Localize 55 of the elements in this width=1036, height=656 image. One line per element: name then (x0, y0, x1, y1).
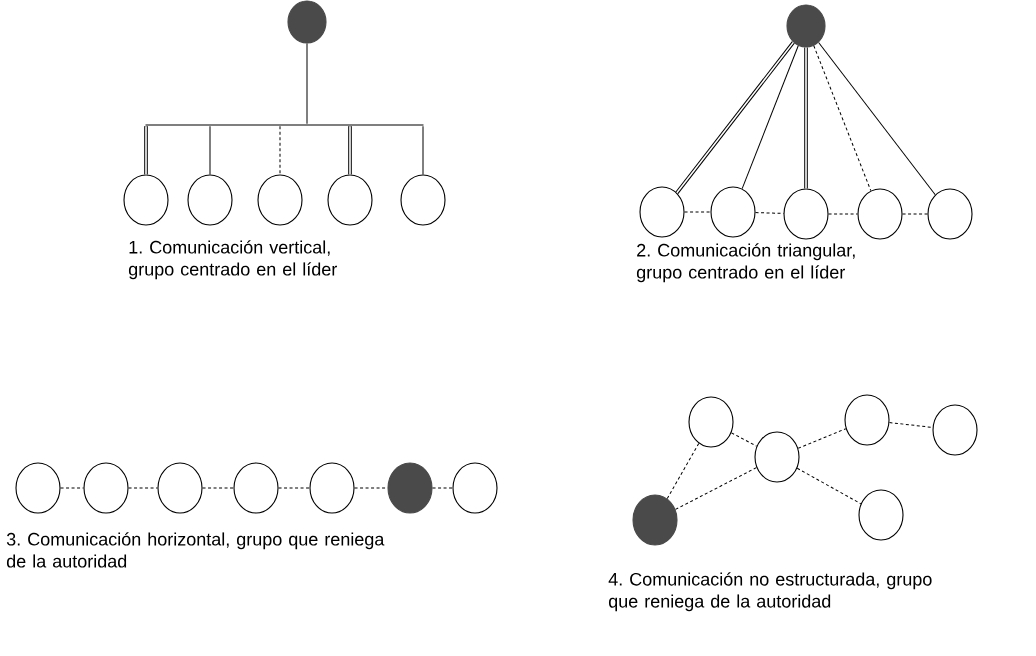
caption-text: 3. Comunicación horizontal, grupo que reniega de la autoridad (6, 532, 385, 568)
member-circle (400, 174, 446, 226)
connector-line (796, 467, 862, 505)
member-circle (857, 188, 903, 240)
connector-line (202, 487, 234, 489)
member-circle (452, 462, 498, 514)
member-circle (932, 404, 978, 456)
connector-line (144, 125, 148, 176)
connector-line (675, 41, 795, 194)
leader-circle (287, 0, 327, 44)
member-circle (327, 174, 373, 226)
member-circle (157, 462, 203, 514)
connector-line (60, 487, 84, 489)
leader-circle (632, 494, 678, 546)
connector-line (354, 487, 388, 489)
member-circle (858, 489, 904, 541)
member-circle (639, 186, 685, 238)
connector-line (797, 428, 847, 449)
connector-line (348, 125, 352, 176)
member-circle (754, 431, 800, 483)
member-circle (710, 186, 756, 238)
connector-line (279, 125, 281, 175)
caption-text: 1. Comunicación vertical, grupo centrado en el líder (128, 240, 337, 280)
connector-line (741, 45, 799, 190)
connector-line (422, 125, 424, 175)
member-circle (257, 174, 303, 226)
leader-circle (786, 4, 826, 48)
connector-line (804, 46, 808, 190)
connector-line (432, 487, 453, 489)
leader-circle (387, 462, 433, 514)
bus-line (145, 124, 424, 126)
member-circle (783, 188, 829, 240)
member-circle (83, 462, 129, 514)
member-circle (844, 394, 890, 446)
connector-line (306, 43, 308, 125)
member-circle (123, 174, 169, 226)
connector-line (813, 45, 872, 192)
member-circle (309, 462, 355, 514)
member-circle (927, 188, 973, 240)
connector-line (675, 467, 757, 510)
member-circle (187, 174, 233, 226)
caption-text: 4. Comunicación no estructurada, grupo que reniega de la autoridad (608, 572, 932, 612)
connector-line (278, 487, 310, 489)
member-circle (233, 462, 279, 514)
member-circle (688, 396, 734, 448)
member-circle (15, 462, 61, 514)
connector-line (684, 211, 711, 213)
connector-line (902, 213, 928, 215)
connector-line (828, 213, 858, 215)
connector-line (128, 487, 158, 489)
connector-line (666, 442, 700, 500)
connector-line (730, 432, 758, 447)
connector-line (209, 125, 211, 175)
caption-text: 2. Comunicación triangular, grupo centrado en el líder (636, 243, 855, 283)
connector-line (818, 41, 936, 196)
